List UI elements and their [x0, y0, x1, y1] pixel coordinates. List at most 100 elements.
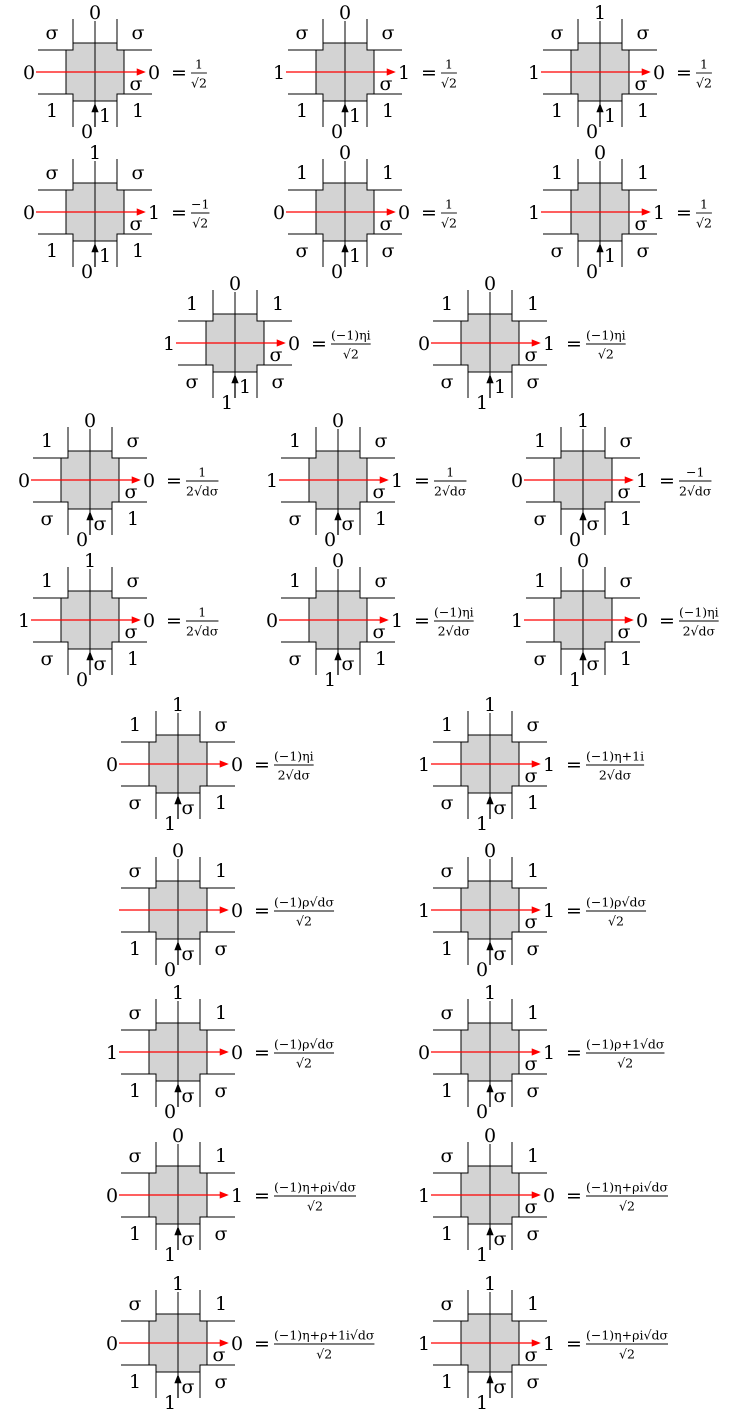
- left-label: 1: [528, 202, 540, 224]
- top-label: 1: [172, 1273, 184, 1295]
- left-label: 0: [23, 202, 35, 224]
- right-label: 0: [636, 610, 648, 632]
- top-right-label: 1: [215, 1145, 227, 1167]
- top-right-label: σ: [620, 570, 633, 592]
- bottom-right-label: σ: [215, 1223, 228, 1245]
- right-label: 1: [543, 333, 555, 355]
- bottom-center-label: σ: [494, 1228, 507, 1250]
- top-label: 1: [89, 142, 101, 164]
- top-right-label: 1: [272, 293, 284, 315]
- fraction-denominator: √2: [191, 76, 207, 91]
- bottom-label: 0: [476, 959, 488, 981]
- top-right-label: σ: [127, 570, 140, 592]
- top-right-label: σ: [527, 714, 540, 736]
- top-right-label: 1: [637, 162, 649, 184]
- bottom-label: 0: [586, 121, 598, 143]
- top-label: 0: [89, 2, 101, 24]
- top-right-label: σ: [132, 162, 145, 184]
- top-right-label: 1: [215, 1002, 227, 1024]
- fraction-denominator: 2√dσ: [278, 768, 311, 783]
- equals-sign: =: [171, 62, 187, 84]
- bottom-center-label: 1: [349, 245, 361, 267]
- top-label: 1: [172, 982, 184, 1004]
- bottom-left-label: σ: [296, 240, 309, 262]
- top-right-label: 1: [527, 1145, 539, 1167]
- equals-sign: =: [414, 470, 430, 492]
- left-label: 0: [106, 1333, 118, 1355]
- bottom-left-label: σ: [41, 648, 54, 670]
- top-right-label: σ: [375, 570, 388, 592]
- bottom-right-label: 1: [620, 648, 632, 670]
- right-label: 1: [391, 610, 403, 632]
- fraction-numerator: 1: [198, 465, 206, 480]
- fraction-numerator: (−1)ηi: [274, 749, 314, 764]
- bottom-center-label: σ: [182, 1376, 195, 1398]
- top-left-label: σ: [441, 1002, 454, 1024]
- right-label: 0: [231, 900, 243, 922]
- left-label: 0: [106, 754, 118, 776]
- right-label: 1: [391, 470, 403, 492]
- bottom-right-label: σ: [215, 1080, 228, 1102]
- right-sigma-label: σ: [618, 481, 631, 503]
- right-sigma-label: σ: [525, 1196, 538, 1218]
- top-right-label: σ: [127, 430, 140, 452]
- fraction-numerator: (−1)η+ρi√dσ: [274, 1180, 356, 1195]
- top-right-label: σ: [382, 22, 395, 44]
- bottom-label: 1: [324, 669, 336, 691]
- left-label: 1: [163, 333, 175, 355]
- right-label: 0: [398, 202, 410, 224]
- left-label: 0: [106, 1185, 118, 1207]
- right-sigma-label: σ: [525, 344, 538, 366]
- top-left-label: σ: [441, 1145, 454, 1167]
- right-label: 1: [398, 62, 410, 84]
- bottom-center-label: σ: [182, 1228, 195, 1250]
- right-sigma-label: σ: [373, 621, 386, 643]
- fraction-numerator: 1: [446, 465, 454, 480]
- left-label: 1: [106, 1042, 118, 1064]
- fraction-denominator: √2: [192, 216, 208, 231]
- equals-sign: =: [676, 202, 692, 224]
- top-left-label: 1: [129, 714, 141, 736]
- bottom-label: 0: [569, 529, 581, 551]
- equals-sign: =: [166, 470, 182, 492]
- top-left-label: 1: [186, 293, 198, 315]
- fraction-numerator: 1: [445, 57, 453, 72]
- equals-sign: =: [676, 62, 692, 84]
- left-label: 1: [18, 610, 30, 632]
- top-left-label: 1: [289, 570, 301, 592]
- equals-sign: =: [566, 754, 582, 776]
- bottom-left-label: σ: [551, 240, 564, 262]
- top-right-label: 1: [527, 1002, 539, 1024]
- fraction-numerator: 1: [700, 197, 708, 212]
- right-label: 1: [543, 1333, 555, 1355]
- right-label: 0: [143, 470, 155, 492]
- bottom-label: 1: [476, 392, 488, 414]
- bottom-label: 1: [164, 1392, 176, 1414]
- top-right-label: σ: [637, 22, 650, 44]
- bottom-label: 0: [476, 1101, 488, 1123]
- bottom-right-label: 1: [127, 508, 139, 530]
- bottom-label: 0: [76, 669, 88, 691]
- top-right-label: 1: [215, 860, 227, 882]
- right-label: 1: [543, 754, 555, 776]
- equals-sign: =: [171, 202, 187, 224]
- right-sigma-label: σ: [130, 73, 143, 95]
- bottom-left-label: σ: [441, 371, 454, 393]
- bottom-label: 0: [164, 959, 176, 981]
- top-left-label: 1: [441, 293, 453, 315]
- bottom-right-label: σ: [215, 1371, 228, 1393]
- bottom-left-label: 1: [129, 1371, 141, 1393]
- top-label: 0: [339, 142, 351, 164]
- right-label: 1: [653, 202, 665, 224]
- fraction-denominator: √2: [617, 1056, 633, 1071]
- top-label: 0: [172, 840, 184, 862]
- fraction-denominator: 2√dσ: [438, 624, 471, 639]
- bottom-left-label: 1: [46, 240, 58, 262]
- bottom-left-label: σ: [129, 792, 142, 814]
- left-label: 1: [511, 610, 523, 632]
